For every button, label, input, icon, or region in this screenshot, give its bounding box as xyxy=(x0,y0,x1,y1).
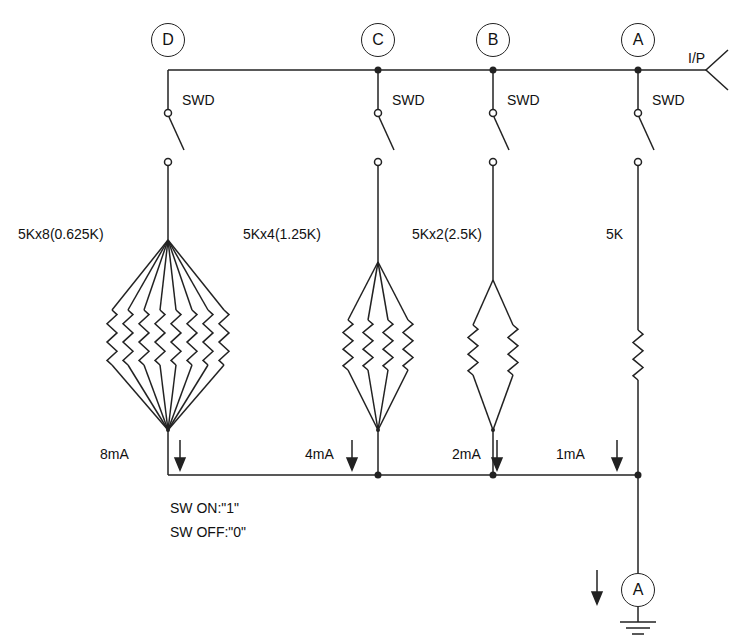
resistor-symbol xyxy=(219,310,229,365)
bank-wire xyxy=(348,262,378,320)
current-value: 2mA xyxy=(452,446,481,462)
note: SW ON:"1" xyxy=(170,500,239,516)
bank-wire xyxy=(473,280,493,325)
bank-wire xyxy=(128,365,168,430)
resistor-value: 5Kx4(1.25K) xyxy=(243,226,321,242)
branch-circle: B xyxy=(476,23,510,57)
bank-wire xyxy=(493,375,513,430)
switch-label: SWD xyxy=(182,92,215,108)
bank-wire xyxy=(168,365,224,430)
bank-wire xyxy=(168,365,208,430)
bank-wire xyxy=(168,240,224,310)
switch-label: SWD xyxy=(507,92,540,108)
bank-wire xyxy=(144,365,168,430)
resistor-symbol xyxy=(508,325,518,375)
resistor-symbol xyxy=(155,310,165,365)
resistor-symbol xyxy=(203,310,213,365)
resistor-value: 5K xyxy=(606,226,623,242)
bank-wire xyxy=(160,240,168,310)
resistor-symbol xyxy=(363,320,373,370)
bank-wire xyxy=(112,240,168,310)
resistor-symbol xyxy=(187,310,197,365)
resistor-symbol xyxy=(139,310,149,365)
resistor-symbol xyxy=(383,320,393,370)
bank-wire xyxy=(168,240,208,310)
current-value: 1mA xyxy=(556,446,585,462)
resistor-value: 5Kx2(2.5K) xyxy=(412,226,482,242)
resistor-value: 5Kx8(0.625K) xyxy=(18,226,104,242)
switch-label: SWD xyxy=(392,92,425,108)
ammeter-symbol: A xyxy=(621,573,655,607)
note: SW OFF:"0" xyxy=(170,524,246,540)
bank-wire xyxy=(378,262,408,320)
bank-wire xyxy=(378,370,408,430)
bank-wire xyxy=(368,370,378,430)
bank-wire xyxy=(493,280,513,325)
signal-name: I/P xyxy=(688,50,705,66)
node-letter: A xyxy=(633,581,644,599)
resistor-symbol xyxy=(343,320,353,370)
node-letter: C xyxy=(372,31,384,49)
switch-label: SWD xyxy=(652,92,685,108)
bank-wire xyxy=(348,370,378,430)
branch-circle: C xyxy=(361,23,395,57)
resistor-symbol xyxy=(171,310,181,365)
node-letter: D xyxy=(162,31,174,49)
resistor-symbol xyxy=(123,310,133,365)
bank-wire xyxy=(128,240,168,310)
resistor-symbol xyxy=(403,320,413,370)
node-letter: B xyxy=(488,31,499,49)
resistor-symbol xyxy=(107,310,117,365)
current-value: 8mA xyxy=(100,446,129,462)
node-letter: A xyxy=(633,31,644,49)
current-value: 4mA xyxy=(305,446,334,462)
resistor-symbol xyxy=(633,330,643,380)
branch-circle: A xyxy=(621,23,655,57)
resistor-symbol xyxy=(468,325,478,375)
bank-wire xyxy=(473,375,493,430)
branch-circle: D xyxy=(151,23,185,57)
bank-wire xyxy=(368,262,378,320)
bank-wire xyxy=(112,365,168,430)
bank-wire xyxy=(144,240,168,310)
bank-wire xyxy=(160,365,168,430)
